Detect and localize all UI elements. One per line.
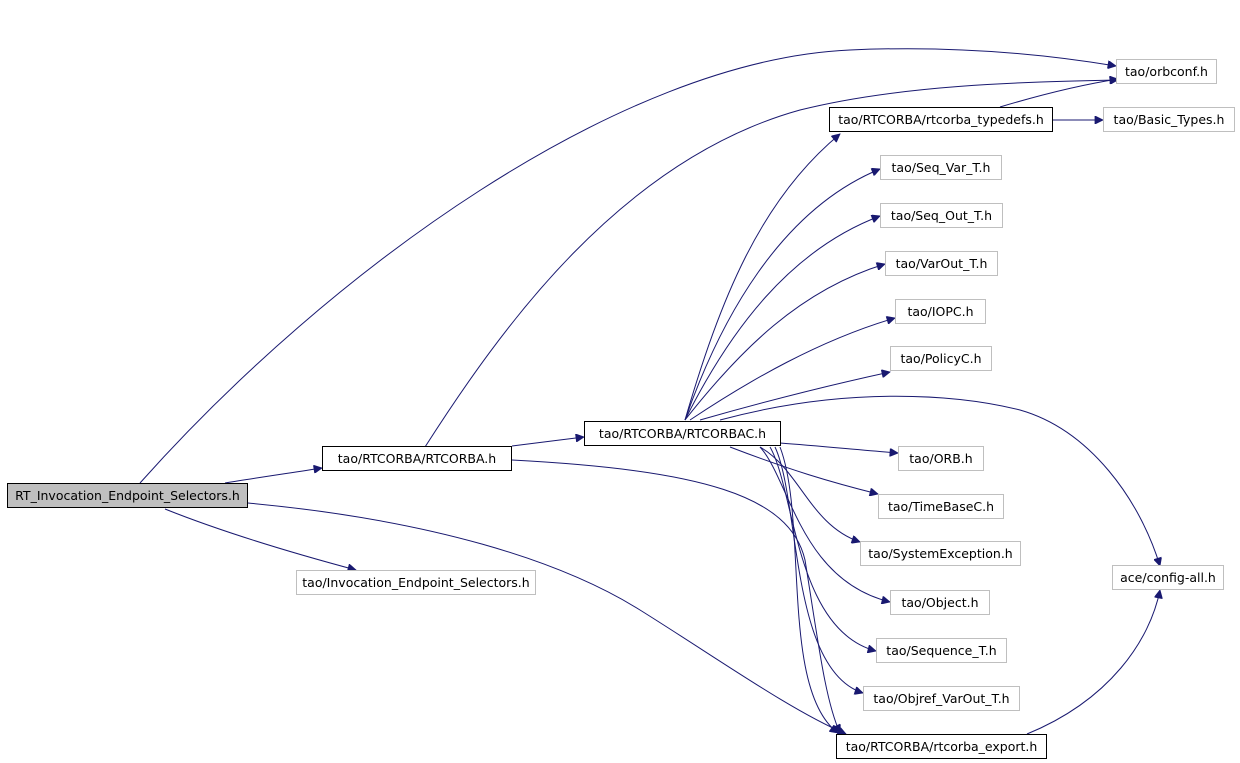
edge-rtcorbac-rtcorba-export: [779, 446, 838, 733]
edge-rtcorbac-object: [759, 446, 890, 602]
node-invocation-endpoint-selectors[interactable]: tao/Invocation_Endpoint_Selectors.h: [296, 570, 536, 595]
node-varout-t[interactable]: tao/VarOut_T.h: [885, 251, 998, 276]
edge-root-invocation: [164, 508, 356, 570]
node-policyc[interactable]: tao/PolicyC.h: [890, 346, 992, 371]
edge-root-rtcorba-export: [247, 502, 846, 734]
node-timebasec[interactable]: tao/TimeBaseC.h: [878, 494, 1004, 519]
node-root: RT_Invocation_Endpoint_Selectors.h: [7, 483, 248, 508]
node-seq-var-t[interactable]: tao/Seq_Var_T.h: [880, 155, 1002, 180]
edge-rtcorbac-seq-var: [684, 169, 880, 421]
node-systemexception[interactable]: tao/SystemException.h: [860, 541, 1021, 566]
node-objref-varout-t[interactable]: tao/Objref_VarOut_T.h: [863, 686, 1020, 711]
edges: [139, 48, 1160, 735]
edge-rtcorbac-policyc: [699, 372, 890, 421]
node-rtcorba-export[interactable]: tao/RTCORBA/rtcorba_export.h: [836, 734, 1047, 759]
edge-rtcorbac-timebasec: [729, 446, 878, 494]
node-iopc[interactable]: tao/IOPC.h: [895, 299, 986, 324]
edge-rtcorba-orbconf: [424, 80, 1118, 448]
node-sequence-t[interactable]: tao/Sequence_T.h: [876, 638, 1007, 663]
edge-rtcorbac-systemexception: [759, 446, 860, 542]
edge-rtcorbac-varout: [684, 264, 885, 421]
node-seq-out-t[interactable]: tao/Seq_Out_T.h: [880, 203, 1003, 228]
edge-rtcorbac-seq-out: [684, 216, 880, 421]
node-orbconf[interactable]: tao/orbconf.h: [1116, 59, 1217, 84]
edge-rtcorbac-sequence-t: [769, 446, 876, 651]
node-rtcorba[interactable]: tao/RTCORBA/RTCORBA.h: [322, 446, 512, 471]
edge-rtcorbac-objref-varout: [774, 446, 863, 693]
edge-typedefs-orbconf: [999, 79, 1118, 108]
edge-rtcorba-rtcorba-export: [511, 459, 840, 733]
node-basic-types[interactable]: tao/Basic_Types.h: [1103, 107, 1235, 132]
edge-root-rtcorba: [224, 468, 322, 484]
edge-root-orbconf: [139, 48, 1116, 484]
node-rtcorbac[interactable]: tao/RTCORBA/RTCORBAC.h: [584, 421, 781, 446]
node-rtcorba-typedefs[interactable]: tao/RTCORBA/rtcorba_typedefs.h: [829, 107, 1053, 132]
edge-rtcorbac-typedefs: [684, 134, 840, 421]
node-object[interactable]: tao/Object.h: [890, 590, 990, 615]
edge-rtcorbac-config-all: [719, 395, 1160, 566]
node-config-all[interactable]: ace/config-all.h: [1112, 565, 1224, 590]
edge-rtcorba-export-config-all: [1026, 590, 1160, 735]
edge-rtcorbac-iopc: [689, 318, 895, 421]
edge-rtcorbac-orb: [779, 442, 898, 453]
node-orb[interactable]: tao/ORB.h: [898, 446, 984, 471]
edge-rtcorba-rtcorbac: [511, 437, 584, 447]
